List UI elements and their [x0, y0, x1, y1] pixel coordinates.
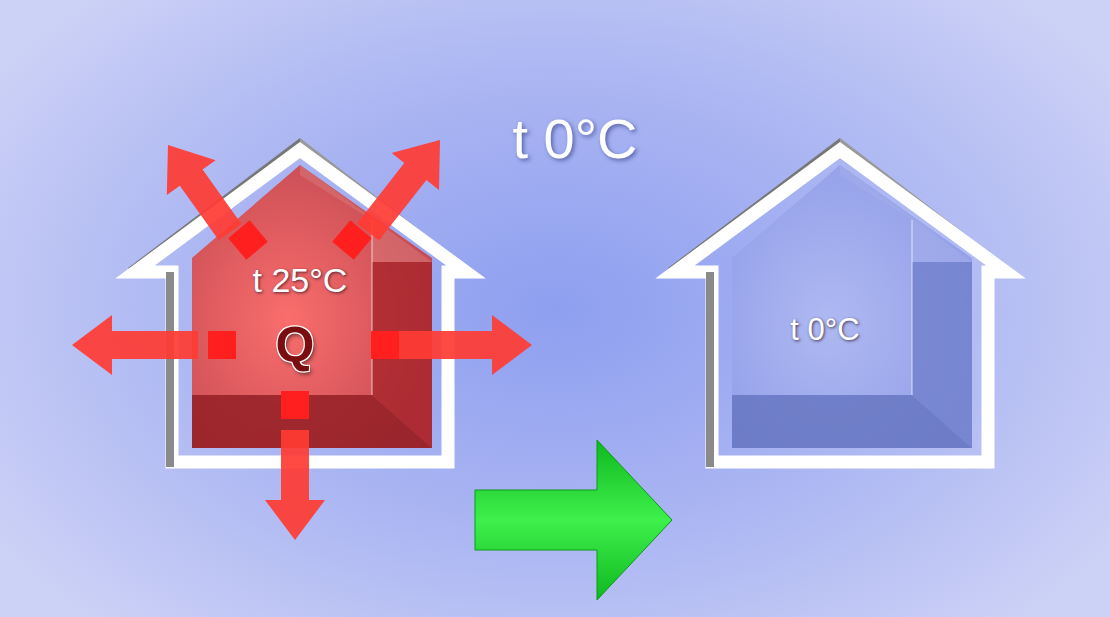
house-outline: [672, 135, 1017, 600]
house: t 25°C Q: [125, 135, 475, 600]
outside-temperature: t 0°C: [512, 106, 637, 171]
heat-symbol: Q: [276, 316, 315, 374]
temperature-text: t 0°C: [790, 312, 859, 348]
transition-arrow: [475, 440, 672, 600]
temperature-text: t 25°C: [253, 261, 348, 300]
house: t 0°C: [672, 135, 1017, 600]
